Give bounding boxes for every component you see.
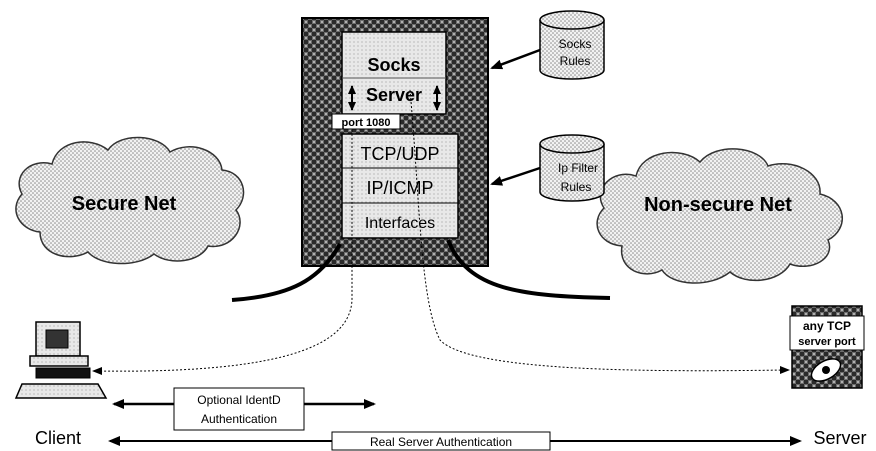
server-port-box xyxy=(789,315,865,351)
secure-net-label: Secure Net xyxy=(72,193,177,215)
socks-server-label-line2: Server xyxy=(366,85,422,105)
client-flow-path xyxy=(95,130,353,372)
server-icon: any TCP server port xyxy=(789,305,865,389)
ip-filter-rules-line1: Ip Filter xyxy=(558,161,598,175)
identd-label-line2: Authentication xyxy=(201,412,277,426)
layer-ip-icmp: IP/ICMP xyxy=(366,178,433,198)
socks-rules-store: Socks Rules xyxy=(539,10,605,80)
socks-rules-line2: Rules xyxy=(560,54,591,68)
socks-server-panel xyxy=(341,31,447,115)
ip-filter-rules-store: Ip Filter Rules xyxy=(539,134,605,202)
socks-server-label-line1: Socks xyxy=(367,55,420,75)
server-port-line2: server port xyxy=(798,336,856,348)
layer-tcp-udp: TCP/UDP xyxy=(360,144,439,164)
socks-rules-line1: Socks xyxy=(559,37,592,51)
real-server-auth-label: Real Server Authentication xyxy=(370,435,512,449)
secure-net-cloud: Secure Net xyxy=(15,136,245,265)
layer-interfaces: Interfaces xyxy=(365,215,435,232)
ip-filter-rules-arrow xyxy=(490,166,541,186)
identd-label-line1: Optional IdentD xyxy=(197,393,281,407)
port-label-box xyxy=(331,113,401,130)
server-label: Server xyxy=(813,428,866,448)
server-port-line1: any TCP xyxy=(803,319,851,333)
real-server-auth-label-box xyxy=(331,431,551,451)
client-label: Client xyxy=(35,428,81,448)
identd-label-box xyxy=(173,387,305,431)
ip-filter-rules-line2: Rules xyxy=(561,180,592,194)
socks-rules-arrow xyxy=(490,48,541,70)
port-label: port 1080 xyxy=(342,117,391,129)
nonsecure-net-label: Non-secure Net xyxy=(644,194,792,216)
client-computer-icon xyxy=(14,321,108,399)
secure-link xyxy=(231,243,342,302)
server-flow-path xyxy=(409,89,787,372)
firewall-box: Socks Server port 1080 TCP/UDP IP/ICMP I… xyxy=(301,17,489,267)
protocol-stack xyxy=(341,133,459,239)
nonsecure-net-cloud: Non-secure Net xyxy=(596,148,844,284)
nonsecure-link xyxy=(446,239,611,300)
